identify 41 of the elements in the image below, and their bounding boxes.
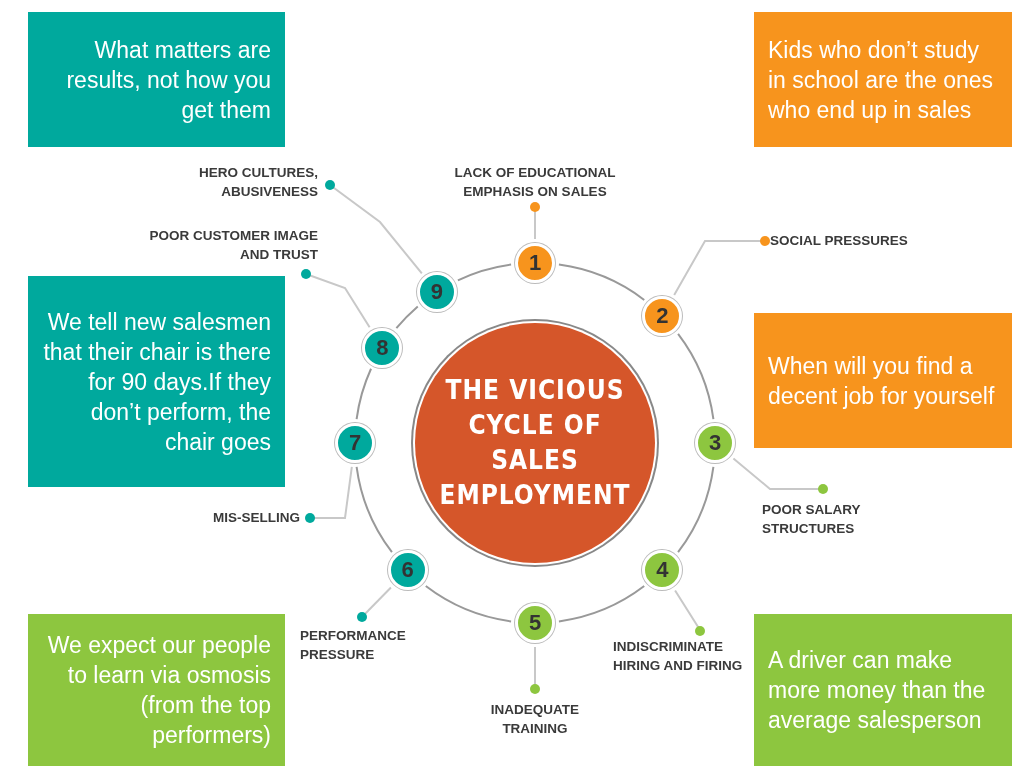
cause-label: HERO CULTURES, ABUSIVENESS xyxy=(150,163,318,201)
cause-label: PERFORMANCE PRESSURE xyxy=(300,626,440,664)
step-number-circle: 8 xyxy=(362,327,403,368)
step-number-circle: 3 xyxy=(695,423,735,463)
ring-segment xyxy=(677,332,715,421)
quote-box: Kids who don’t study in school are the ones who end up in sales xyxy=(754,12,1012,147)
ring-segment xyxy=(557,263,646,301)
leader-line xyxy=(673,236,770,296)
ring-segment xyxy=(557,585,646,623)
cause-label: MIS-SELLING xyxy=(150,508,300,527)
quote-box: What matters are results, not how you get them xyxy=(28,12,285,147)
cause-label: INADEQUATE TRAINING xyxy=(470,700,600,738)
ring-segment xyxy=(424,585,513,623)
leader-line xyxy=(530,646,540,694)
leader-line xyxy=(325,180,423,275)
leader-line xyxy=(357,586,392,622)
ring-segment xyxy=(456,263,513,282)
ring-segment xyxy=(355,367,373,421)
leader-line xyxy=(305,465,353,523)
step-number-circle: 1 xyxy=(515,243,555,283)
leader-line xyxy=(732,457,828,494)
step-number-circle: 9 xyxy=(416,272,457,313)
ring-segment xyxy=(355,465,393,554)
quote-box: A driver can make more money than the average salesperson xyxy=(754,614,1012,766)
step-number-circle: 2 xyxy=(642,295,683,336)
step-number-circle: 6 xyxy=(387,550,428,591)
quote-box: When will you find a decent job for yourself xyxy=(754,313,1012,448)
ring-segment xyxy=(395,305,419,330)
quote-box: We tell new salesmen that their chair is there for 90 days.If they don’t perform, the chair goes xyxy=(28,276,285,487)
quote-box: We expect our people to learn via osmosis (from the top performers) xyxy=(28,614,285,766)
leader-line xyxy=(674,589,705,636)
leader-line xyxy=(530,202,540,240)
cause-label: POOR SALARY STRUCTURES xyxy=(762,500,912,538)
cause-label: SOCIAL PRESSURES xyxy=(770,231,970,250)
ring-segment xyxy=(677,465,715,554)
step-number-circle: 7 xyxy=(335,423,375,463)
step-number-circle: 4 xyxy=(642,550,683,591)
cause-label: LACK OF EDUCATIONAL EMPHASIS ON SALES xyxy=(430,163,640,201)
step-number-circle: 5 xyxy=(515,603,555,643)
leader-line xyxy=(301,269,371,329)
cause-label: POOR CUSTOMER IMAGE AND TRUST xyxy=(140,226,318,264)
